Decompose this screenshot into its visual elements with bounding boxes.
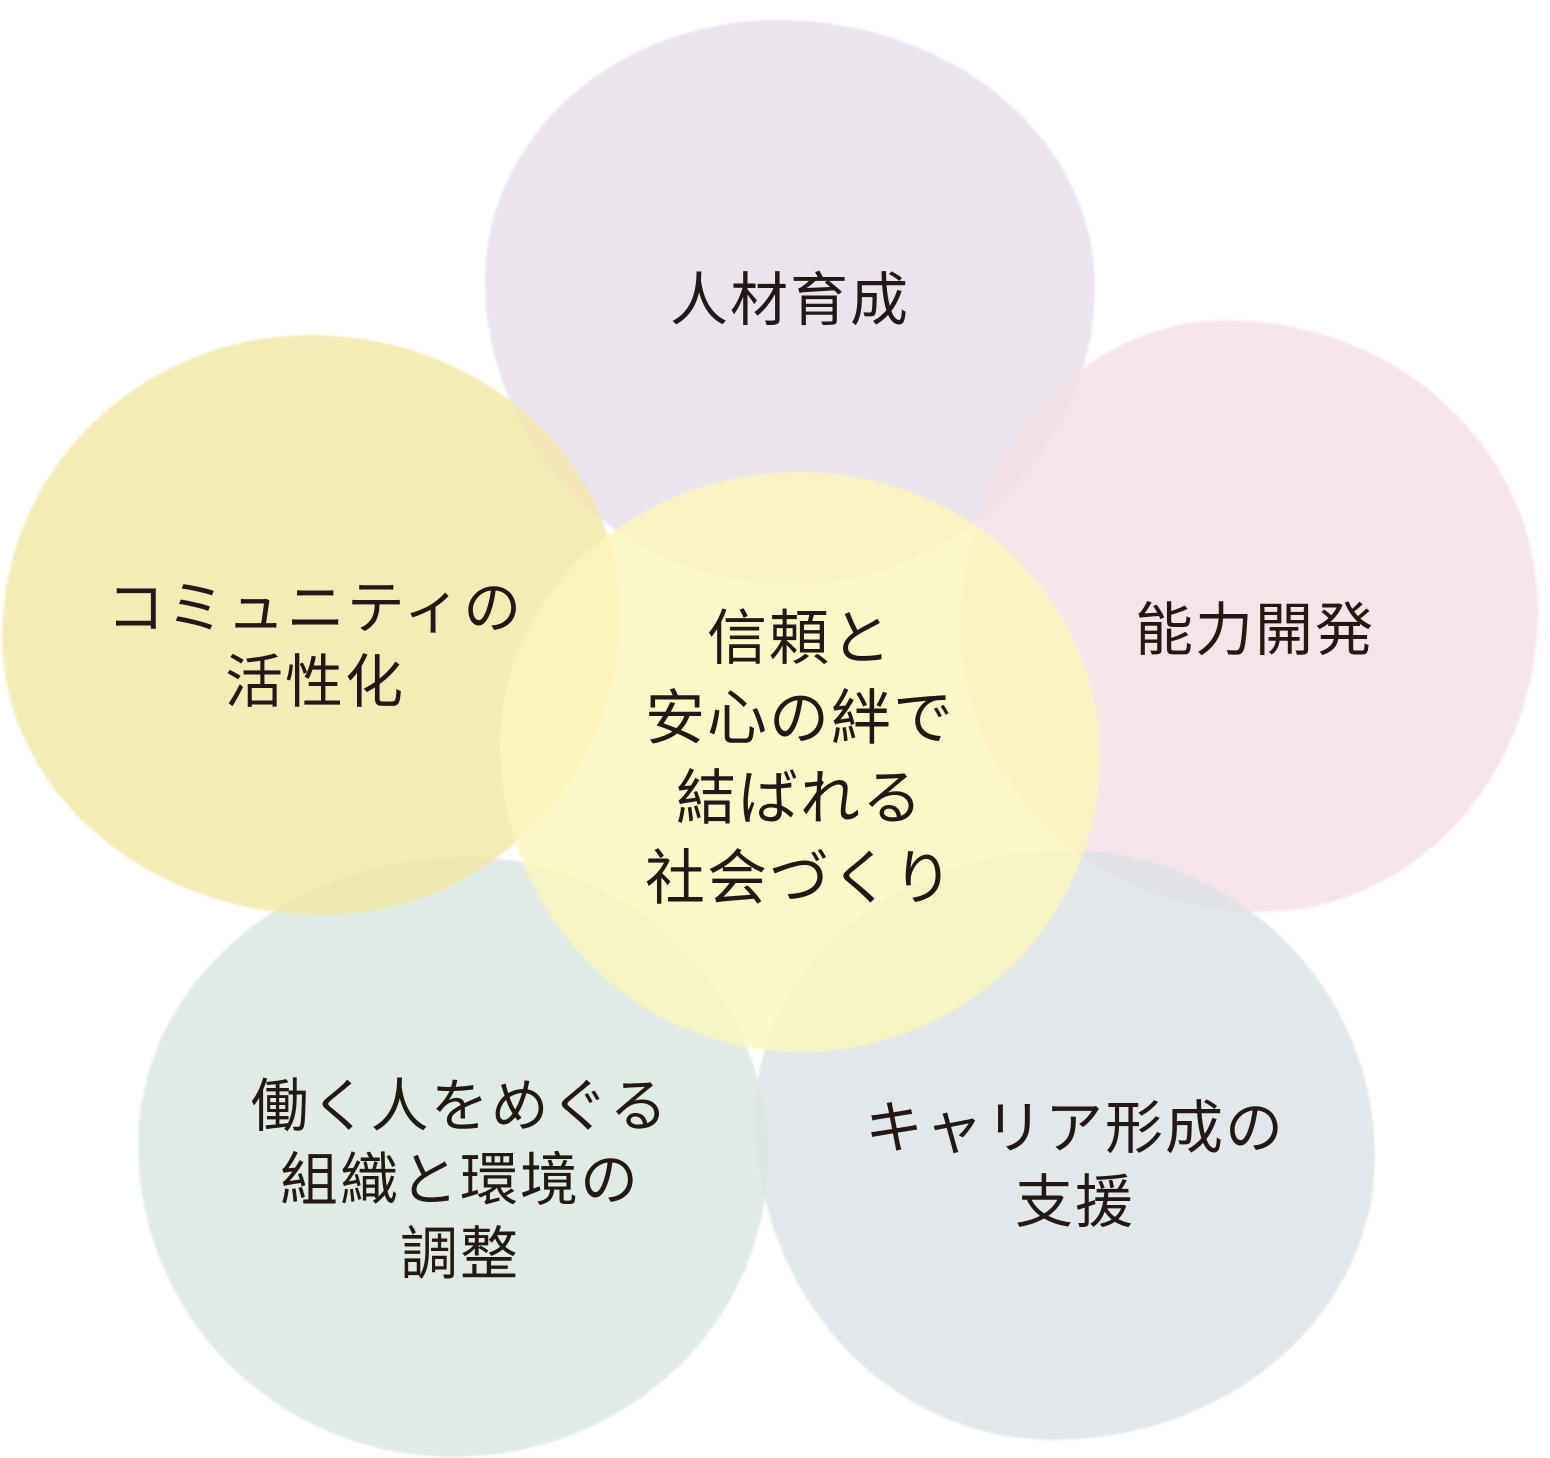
label-human-resource-development: 人材育成 [560, 255, 1020, 345]
label-center: 信頼と 安心の絆で 結ばれる 社会づくり [560, 600, 1040, 920]
label-organization-environment: 働く人をめぐる 組織と環境の 調整 [190, 1060, 730, 1300]
label-line: コミュニティの [106, 573, 524, 642]
label-line: キャリア形成の [864, 1093, 1285, 1162]
label-line: 人材育成 [669, 265, 910, 334]
label-line: 信頼と [707, 604, 893, 675]
label-line: 活性化 [224, 648, 405, 716]
label-line: 社会づくり [645, 843, 955, 914]
label-line: 能力開発 [1134, 595, 1375, 664]
label-community: コミュニティの 活性化 [55, 565, 575, 725]
label-line: 調整 [399, 1220, 520, 1289]
label-line: 組織と環境の [279, 1145, 640, 1214]
label-line: 働く人をめぐる [250, 1071, 670, 1140]
label-career-support: キャリア形成の 支援 [820, 1080, 1330, 1250]
label-line: 結ばれる [676, 764, 924, 834]
label-capability-development: 能力開発 [1030, 585, 1480, 675]
label-line: 安心の絆で [645, 684, 955, 755]
label-line: 支援 [1014, 1168, 1135, 1236]
blob-center [500, 472, 1100, 1052]
